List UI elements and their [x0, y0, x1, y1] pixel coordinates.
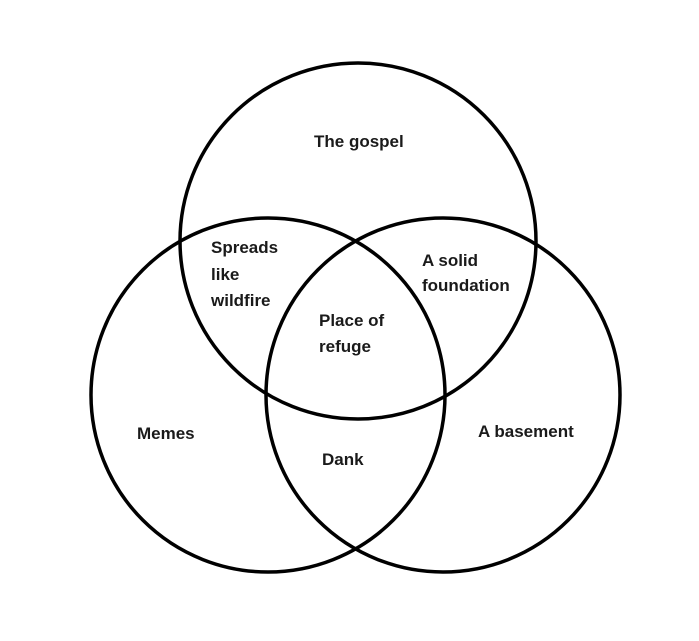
label-spreads-line1: Spreads [211, 238, 278, 257]
label-refuge-line1: Place of [319, 311, 385, 330]
label-spreads-line3: wildfire [210, 291, 271, 310]
circle-right [264, 216, 622, 574]
label-memes: Memes [137, 424, 195, 443]
label-dank: Dank [322, 450, 364, 469]
label-a-basement: A basement [478, 422, 574, 441]
label-spreads-line2: like [211, 265, 239, 284]
label-foundation-line2: foundation [422, 276, 510, 295]
label-the-gospel: The gospel [314, 132, 404, 151]
label-refuge-line2: refuge [319, 337, 371, 356]
label-foundation-line1: A solid [422, 251, 478, 270]
circle-left [89, 216, 447, 574]
